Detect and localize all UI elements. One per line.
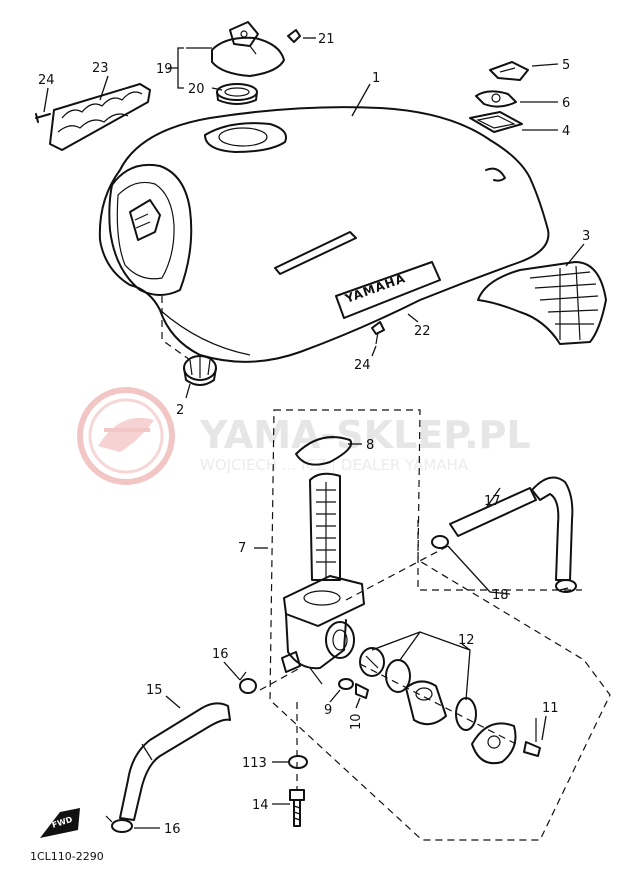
callout-18: 18 bbox=[492, 588, 509, 603]
vacuum-hose-part-17 bbox=[449, 476, 574, 581]
callout-24-upper: 24 bbox=[38, 73, 55, 88]
valve-parts-12 bbox=[359, 647, 517, 765]
rubber-strip-part-23 bbox=[49, 83, 151, 151]
callout-4: 4 bbox=[562, 124, 570, 139]
bracket-part-3 bbox=[477, 261, 607, 345]
clip-part-16-upper bbox=[239, 671, 257, 694]
fuel-hose-part-15 bbox=[119, 702, 231, 821]
fuel-cock-assembly-outline bbox=[269, 409, 611, 841]
tank-logo-text: YAMAHA bbox=[342, 271, 407, 306]
callout-2: 2 bbox=[176, 403, 184, 418]
callout-19: 19 bbox=[156, 62, 173, 77]
filler-cap-part-19 bbox=[211, 21, 285, 77]
grommet-part-2 bbox=[161, 296, 217, 386]
screw-part-11 bbox=[523, 718, 541, 757]
callout-6: 6 bbox=[562, 96, 570, 111]
screw-part-21 bbox=[287, 29, 301, 43]
tank-emblem-part-22: YAMAHA bbox=[335, 261, 441, 319]
valve-axis bbox=[359, 663, 521, 747]
callout-5: 5 bbox=[562, 58, 570, 73]
screw-part-24-upper bbox=[35, 113, 51, 123]
callout-21: 21 bbox=[318, 32, 335, 47]
watermark-logo bbox=[77, 387, 175, 485]
o-ring-part-8 bbox=[295, 436, 352, 466]
clip-part-18-right bbox=[555, 579, 577, 593]
watermark: YAMA-SKLEP.PL WOJCIECH ... ICZ | DEALER … bbox=[77, 387, 531, 485]
callout-14: 14 bbox=[252, 798, 269, 813]
callout-23: 23 bbox=[92, 61, 109, 76]
bolt-part-14 bbox=[289, 789, 305, 827]
watermark-title: YAMA-SKLEP.PL bbox=[199, 413, 531, 457]
callout-9: 9 bbox=[324, 703, 332, 718]
callout-16-lower: 16 bbox=[164, 822, 181, 837]
fuel-tank-part-1 bbox=[98, 106, 550, 363]
callout-20: 20 bbox=[188, 82, 205, 97]
assembly-axis bbox=[259, 545, 449, 691]
damper-stack-parts-4-6 bbox=[469, 61, 529, 133]
washer-part-9 bbox=[338, 678, 354, 690]
fuel-cock-part-7 bbox=[281, 472, 365, 685]
callout-12: 12 bbox=[458, 633, 475, 648]
callout-24-lower: 24 bbox=[354, 358, 371, 373]
callout-1: 1 bbox=[372, 71, 380, 86]
leader-lines bbox=[43, 37, 585, 829]
clip-part-18-left bbox=[431, 535, 449, 549]
clip-part-16-lower bbox=[105, 815, 133, 833]
callout-11: 11 bbox=[542, 701, 559, 716]
screw-part-24-lower bbox=[371, 321, 385, 345]
callout-17: 17 bbox=[484, 494, 501, 509]
forward-arrow-icon: FWD bbox=[40, 808, 80, 838]
washer-part-113 bbox=[288, 755, 308, 769]
callout-10: 10 bbox=[349, 713, 364, 730]
callout-22: 22 bbox=[414, 324, 431, 339]
callout-labels: 1 2 3 4 5 6 7 8 9 10 11 12 113 14 15 16 … bbox=[38, 32, 590, 837]
diagram-code: 1CL110-2290 bbox=[30, 850, 104, 863]
watermark-subtitle: WOJCIECH ... ICZ | DEALER YAMAHA bbox=[200, 456, 469, 474]
callout-113: 113 bbox=[242, 756, 267, 771]
cap-gasket-part-20 bbox=[216, 83, 258, 105]
callout-7: 7 bbox=[238, 541, 246, 556]
callout-8: 8 bbox=[366, 438, 374, 453]
callout-15: 15 bbox=[146, 683, 163, 698]
callout-3: 3 bbox=[582, 229, 590, 244]
screw-part-10 bbox=[355, 683, 369, 699]
callout-16-upper: 16 bbox=[212, 647, 229, 662]
